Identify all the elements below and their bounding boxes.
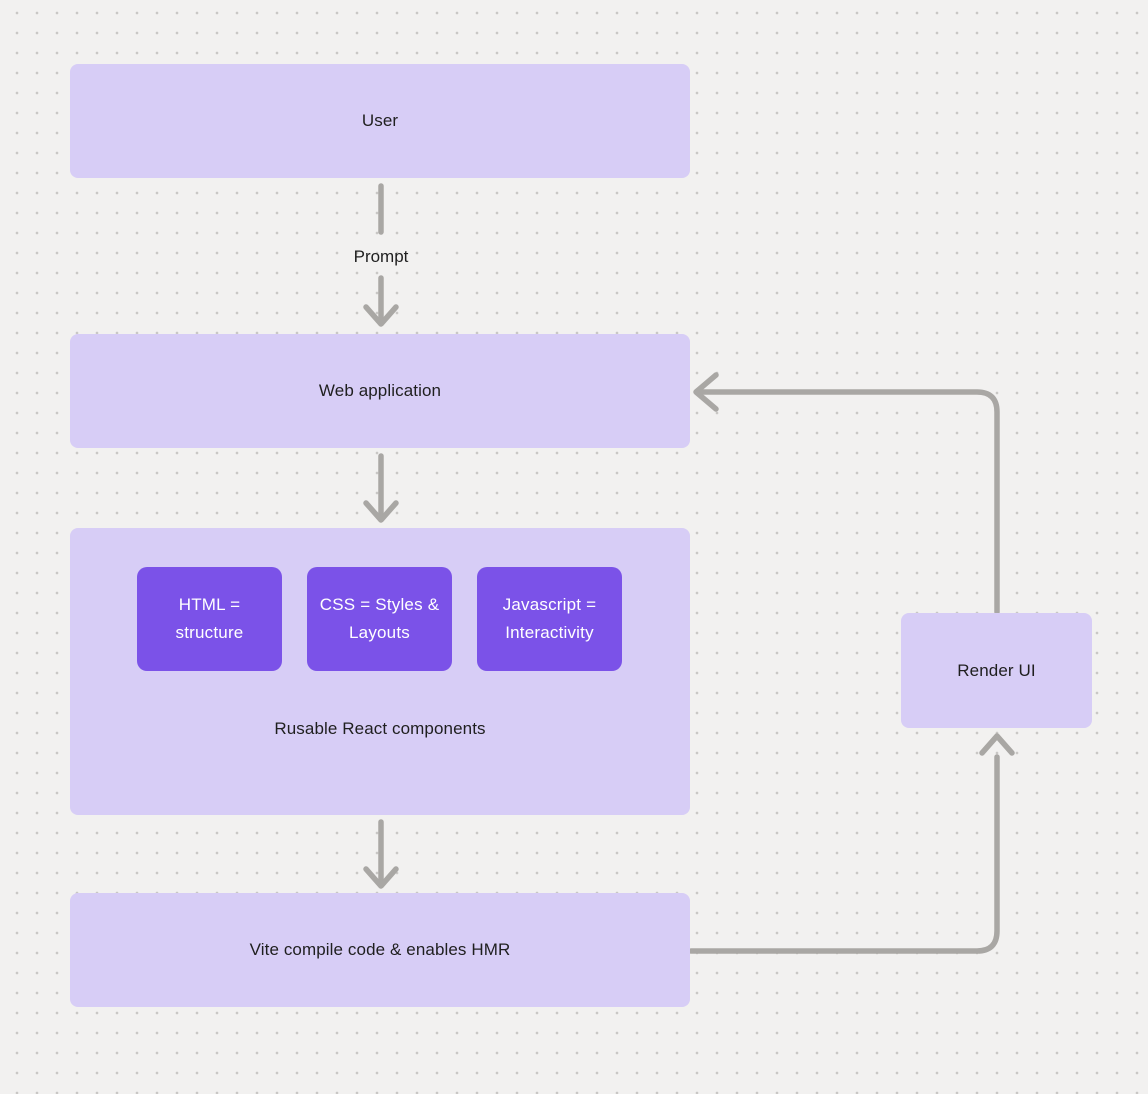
connector-renderui-to-webapp[interactable] [693,372,1000,615]
connector-vite-to-renderui[interactable] [688,733,1015,954]
node-user[interactable]: User [70,64,690,178]
edge-label-prompt: Prompt [353,247,409,266]
chip-css[interactable]: CSS = Styles & Layouts [307,567,452,671]
components-group-caption: Rusable React components [274,719,486,738]
node-web-application-label: Web application [318,381,442,400]
node-web-application[interactable]: Web application [70,334,690,448]
chip-javascript[interactable]: Javascript = Interactivity [477,567,622,671]
chip-html-label: HTML = structure [175,595,244,642]
node-render-ui[interactable]: Render UI [901,613,1092,728]
node-components-group[interactable]: HTML = structure CSS = Styles & Layouts … [70,528,690,815]
chip-javascript-label: Javascript = Interactivity [502,595,597,642]
node-vite-label: Vite compile code & enables HMR [249,940,511,959]
node-render-ui-label: Render UI [957,660,1036,680]
node-vite[interactable]: Vite compile code & enables HMR [70,893,690,1007]
chip-css-label: CSS = Styles & Layouts [319,595,440,642]
chip-html[interactable]: HTML = structure [137,567,282,671]
connector-webapp-to-group[interactable] [363,453,399,523]
node-user-label: User [361,111,399,130]
connector-group-to-vite[interactable] [363,819,399,889]
